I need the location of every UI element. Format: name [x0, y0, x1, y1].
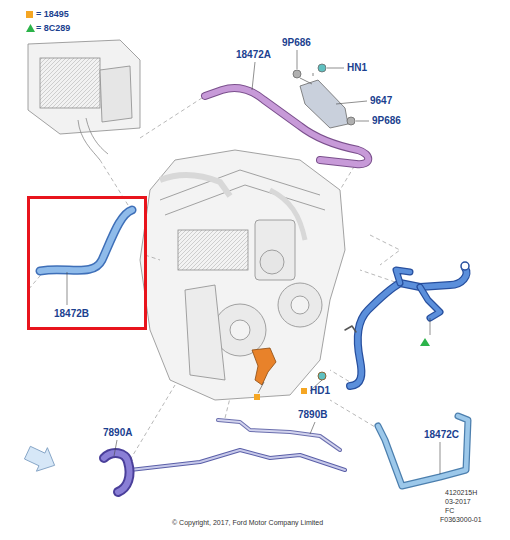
callout-number: 9P686 — [282, 38, 311, 48]
callout-number: 7890B — [298, 410, 327, 420]
note-text: 03-2017 — [445, 498, 471, 505]
thermostat-housing — [252, 338, 430, 400]
hose-18472a — [205, 88, 368, 164]
heater-unit — [28, 40, 140, 160]
legend-entry: = 18495 — [26, 9, 69, 19]
callout-number: 18472C — [424, 430, 459, 440]
callout-number: 7890A — [103, 428, 132, 438]
leader-lines — [67, 50, 440, 474]
engine — [140, 150, 345, 400]
view-arrow — [22, 441, 60, 477]
legend-swatch — [26, 11, 33, 18]
legend-entry: = 8C289 — [26, 23, 70, 33]
callout-number: 18472A — [236, 50, 271, 60]
highlight-box: 18472B — [27, 196, 147, 330]
callout-number: 9P686 — [372, 116, 401, 126]
legend-text: = 8C289 — [36, 23, 70, 33]
legend-text: = 18495 — [36, 9, 69, 19]
bracket-9647 — [293, 64, 355, 128]
note-text: 4120215H — [445, 489, 477, 496]
hose-18472b — [40, 210, 132, 271]
note-text: © Copyright, 2017, Ford Motor Company Li… — [172, 519, 323, 526]
hose-18472c — [378, 416, 468, 486]
legend-symbol — [26, 24, 35, 32]
hose-right — [345, 262, 469, 386]
note-text: F0363000-01 — [440, 516, 482, 523]
callout-number: HD1 — [310, 386, 330, 396]
callout-number: 18472B — [54, 309, 89, 319]
callout-number: 9647 — [370, 96, 392, 106]
tubes-7890 — [104, 420, 345, 492]
note-text: FC — [445, 507, 454, 514]
callout-number: HN1 — [347, 63, 367, 73]
